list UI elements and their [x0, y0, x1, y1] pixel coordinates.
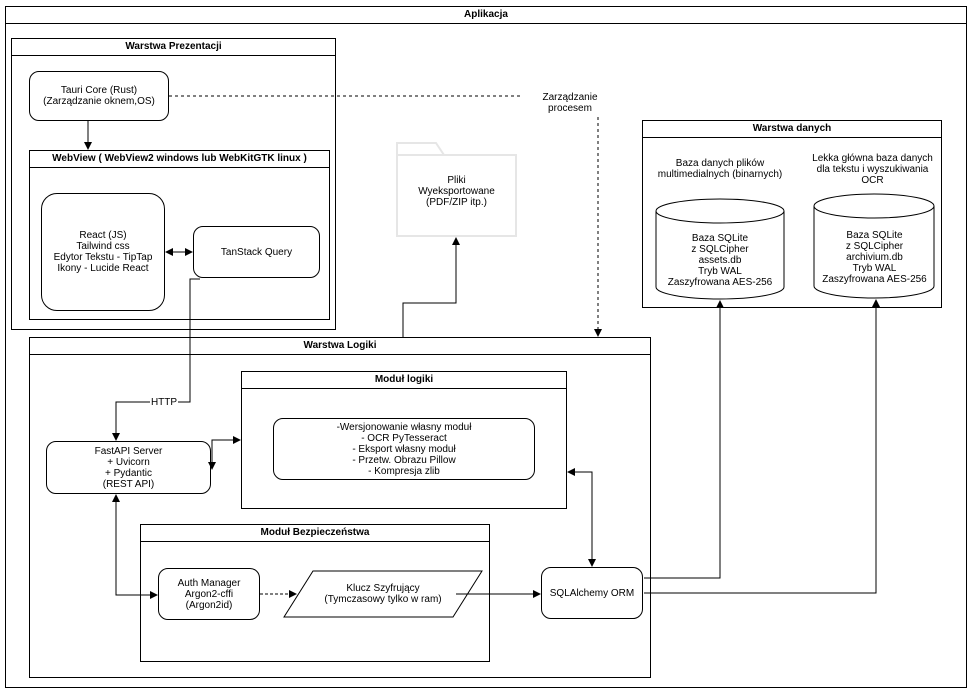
react-node[interactable]: React (JS) Tailwind css Edytor Tekstu - …	[41, 193, 165, 311]
export-files-label: Pliki Wyeksportowane (PDF/ZIP itp.)	[418, 175, 495, 208]
assets-db-cylinder[interactable]	[655, 198, 785, 300]
fastapi-server-node[interactable]: FastAPI Server + Uvicorn + Pydantic (RES…	[46, 441, 211, 494]
logic-module-items[interactable]: -Wersjonowanie własny moduł - OCR PyTess…	[273, 418, 535, 480]
tauri-core-node[interactable]: Tauri Core (Rust) (Zarządzanie oknem,OS)	[29, 71, 169, 121]
archive-db-description: Lekka główna baza danych dla tekstu i wy…	[812, 153, 933, 186]
archive-db-cylinder[interactable]	[813, 193, 936, 299]
security-module-title: Moduł Bezpieczeństwa	[141, 525, 489, 542]
archive-db-text: Baza SQLite z SQLCipher archivium.db Try…	[822, 230, 927, 285]
http-label: HTTP	[150, 397, 178, 408]
webview-title: WebView ( WebView2 windows lub WebKitGTK…	[30, 151, 329, 168]
encryption-key-parallelogram[interactable]	[283, 570, 483, 618]
process-management-label: Zarządzanie procesem	[520, 92, 620, 114]
assets-db-description: Baza danych plików multimedialnych (bina…	[657, 158, 783, 180]
presentation-title: Warstwa Prezentacji	[12, 39, 335, 56]
sqlalchemy-orm-node[interactable]: SQLAlchemy ORM	[541, 567, 643, 619]
logic-layer-title: Warstwa Logiki	[30, 338, 650, 355]
auth-manager-node[interactable]: Auth Manager Argon2-cffi (Argon2id)	[158, 568, 260, 620]
app-title: Aplikacja	[6, 7, 966, 24]
logic-module-title: Moduł logiki	[242, 372, 566, 389]
assets-db-text: Baza SQLite z SQLCipher assets.db Tryb W…	[667, 233, 773, 288]
encryption-key-text: Klucz Szyfrujący (Tymczasowy tylko w ram…	[324, 583, 442, 605]
data-layer-title: Warstwa danych	[643, 121, 941, 138]
tanstack-query-node[interactable]: TanStack Query	[193, 226, 320, 278]
